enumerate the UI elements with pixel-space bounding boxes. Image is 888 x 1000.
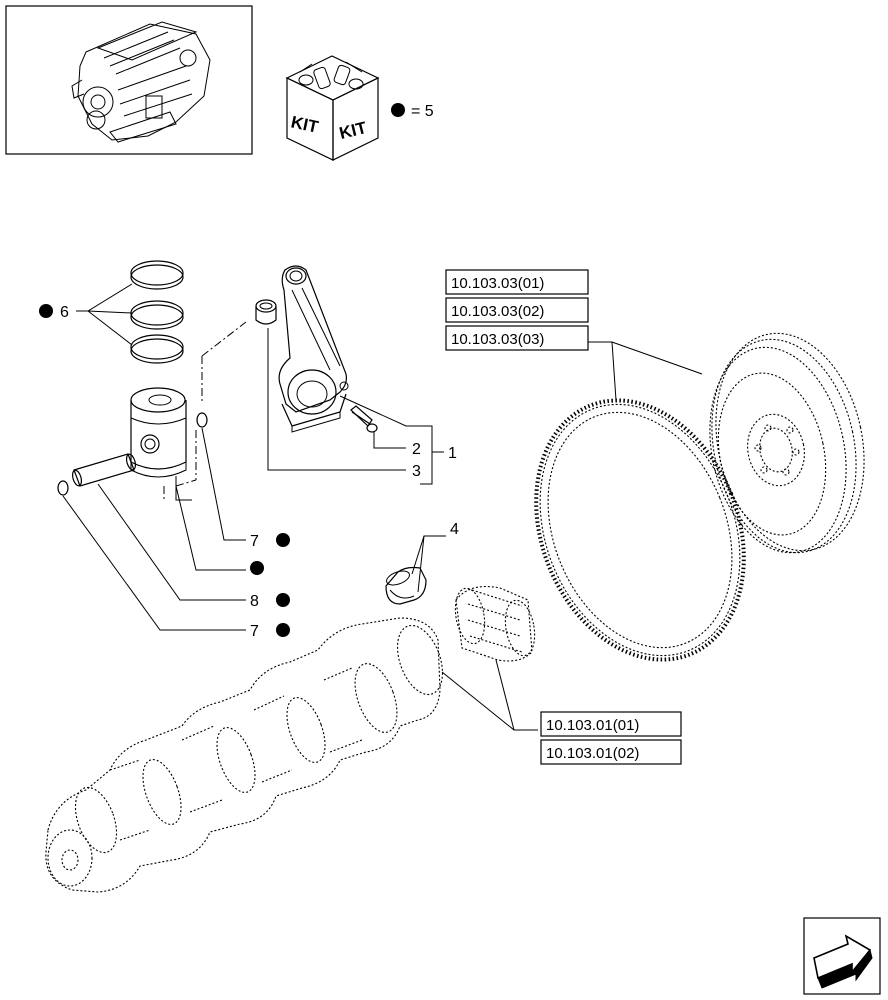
kit-label-left: KIT: [289, 112, 320, 136]
piston-rings[interactable]: [130, 260, 184, 364]
flywheel-ref-leader-1: [588, 341, 617, 401]
main-bearing-shells[interactable]: [385, 566, 427, 605]
callout-piston-leader: [175, 485, 246, 571]
engine-thumbnail-frame: [5, 5, 253, 155]
connecting-rod[interactable]: [278, 265, 349, 433]
small-end-bushing[interactable]: [255, 299, 277, 325]
crank-timing-gear[interactable]: [451, 585, 538, 662]
crankshaft-reference-boxes: 10.103.01(01) 10.103.01(02): [540, 711, 682, 765]
kit-equals-text: = 5: [411, 103, 434, 120]
callout-7b-leader: [62, 495, 246, 631]
flywheel[interactable]: [692, 319, 883, 566]
callout-1-connector: [339, 395, 432, 427]
callout-6-leader: [76, 283, 133, 346]
crank-ref-2-text: 10.103.01(02): [546, 745, 639, 762]
flywheel-ref-1-text: 10.103.03(01): [451, 275, 544, 292]
flywheel-ref-link-2[interactable]: 10.103.03(02): [445, 297, 589, 323]
callout-7a-bullet-icon: [276, 533, 290, 547]
flywheel-ref-leader-2: [611, 341, 703, 375]
crank-ref-link-1[interactable]: 10.103.01(01): [540, 711, 682, 737]
connecting-rod-bolt[interactable]: [350, 405, 378, 433]
callout-8[interactable]: 8: [250, 593, 259, 610]
piston-ring-top-lower: [130, 264, 184, 290]
engine-thumbnail[interactable]: [5, 5, 253, 155]
callout-1-bracket: [420, 425, 433, 485]
callout-7b-bullet-icon: [276, 623, 290, 637]
flywheel-ref-link-3[interactable]: 10.103.03(03): [445, 325, 589, 351]
flywheel-reference-boxes: 10.103.03(01) 10.103.03(02) 10.103.03(03…: [445, 269, 589, 351]
next-page-button-frame: [803, 917, 881, 995]
flywheel-ref-link-1[interactable]: 10.103.03(01): [445, 269, 589, 295]
kit-legend: KIT KIT = 5: [285, 55, 434, 161]
piston-ring-bottom: [130, 334, 184, 360]
next-page-arrow-icon: [813, 934, 873, 989]
assembly-line-1: [201, 321, 247, 357]
callout-3-leader: [267, 328, 406, 471]
piston-ring-bottom-lower: [130, 338, 184, 364]
piston-ring-top: [130, 260, 184, 286]
piston[interactable]: [130, 387, 187, 478]
circlip-right[interactable]: [196, 412, 208, 428]
crank-ref-leader-2: [495, 659, 515, 731]
next-page-button[interactable]: [803, 917, 881, 995]
crank-ref-leader-1: [441, 671, 538, 731]
crank-ref-link-2[interactable]: 10.103.01(02): [540, 739, 682, 765]
callout-6-bullet-icon: [39, 304, 53, 318]
callout-4-leader-2: [417, 535, 425, 593]
filled-circle-icon: [391, 103, 405, 117]
piston-pin-slot-line: [175, 476, 192, 501]
callout-3[interactable]: 3: [412, 463, 421, 480]
piston-ring-middle-lower: [130, 304, 184, 330]
callout-4[interactable]: 4: [450, 521, 459, 538]
kit-box-icon: KIT KIT: [285, 55, 380, 161]
kit-label-right: KIT: [337, 118, 369, 143]
piston-pin[interactable]: [71, 453, 137, 487]
assembly-line-4: [175, 479, 197, 487]
callout-7b[interactable]: 7: [250, 623, 259, 640]
circlip-left[interactable]: [57, 480, 69, 496]
callout-1[interactable]: 1: [448, 445, 457, 462]
callout-6[interactable]: 6: [60, 304, 69, 321]
flywheel-ref-2-text: 10.103.03(02): [451, 303, 544, 320]
flywheel-ref-3-text: 10.103.03(03): [451, 331, 544, 348]
callout-2-leader: [373, 432, 406, 449]
callout-8-leader: [97, 483, 246, 601]
callout-8-bullet-icon: [276, 593, 290, 607]
crank-ref-1-text: 10.103.01(01): [546, 717, 639, 734]
callout-piston-bullet-icon: [250, 561, 264, 575]
engine-thumbnail-icon: [71, 21, 211, 143]
crankshaft[interactable]: [45, 617, 451, 893]
callout-2[interactable]: 2: [412, 441, 421, 458]
callout-7a-leader: [201, 427, 246, 541]
callout-7a[interactable]: 7: [250, 533, 259, 550]
flywheel-ring-gear[interactable]: [499, 369, 781, 691]
callout-4-leader: [411, 535, 446, 575]
